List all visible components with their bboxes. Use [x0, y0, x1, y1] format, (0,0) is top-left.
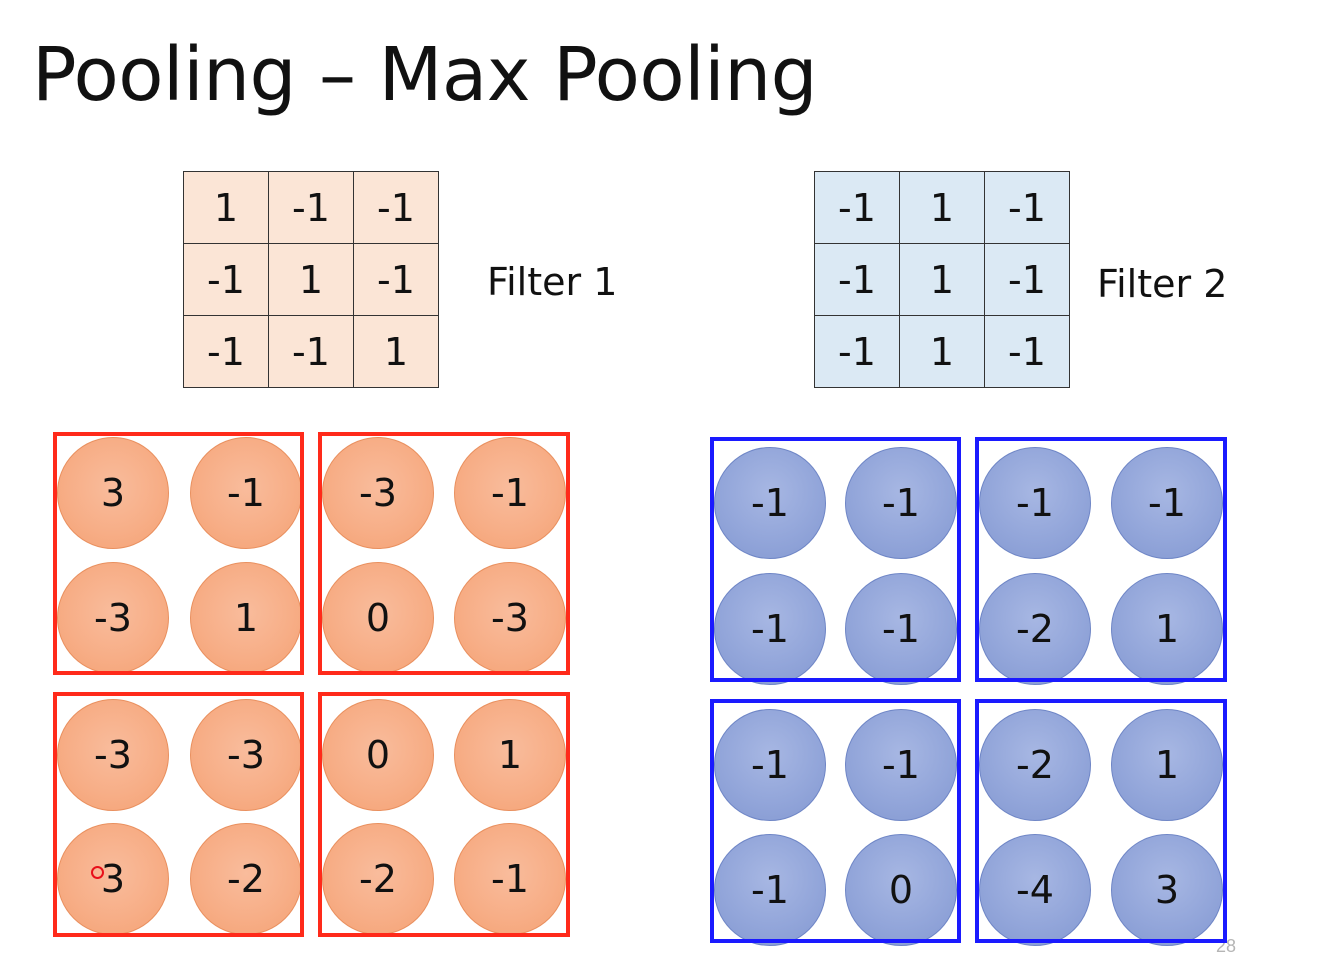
pointer-cursor-icon	[91, 866, 104, 879]
feature-2-node: 3	[1111, 834, 1223, 946]
feature-2-node: -2	[979, 573, 1091, 685]
feature-2-node: 0	[845, 834, 957, 946]
filter-1-cell: 1	[183, 171, 269, 244]
feature-1-node: -2	[190, 823, 302, 935]
feature-2-node: -1	[845, 447, 957, 559]
feature-1-node: -1	[454, 823, 566, 935]
pooling-region-2-top-right	[975, 437, 1227, 682]
filter-1-cell: 1	[353, 315, 439, 388]
filter-1-label: Filter 1	[487, 260, 618, 304]
filter-2-cell: -1	[984, 315, 1070, 388]
feature-1-node: 0	[322, 699, 434, 811]
pooling-region-2-bottom-left	[710, 699, 961, 943]
pooling-region-1-top-left	[53, 432, 304, 675]
pooling-region-1-top-right	[318, 432, 570, 675]
feature-1-node: 1	[454, 699, 566, 811]
filter-2-label: Filter 2	[1097, 262, 1228, 306]
feature-2-node: 1	[1111, 573, 1223, 685]
feature-1-node: -2	[322, 823, 434, 935]
filter-2-cell: 1	[899, 243, 985, 316]
feature-2-node: -1	[714, 834, 826, 946]
feature-1-node: -3	[322, 437, 434, 549]
feature-2-node: -4	[979, 834, 1091, 946]
feature-1-node: 1	[190, 562, 302, 674]
feature-1-node: -3	[57, 562, 169, 674]
filter-2-cell: -1	[984, 171, 1070, 244]
feature-1-node: 3	[57, 437, 169, 549]
feature-1-node: -3	[190, 699, 302, 811]
filter-1-cell: -1	[268, 315, 354, 388]
pooling-region-2-top-left	[710, 437, 961, 682]
feature-2-node: -1	[714, 447, 826, 559]
feature-2-node: 1	[1111, 709, 1223, 821]
filter-1-cell: -1	[268, 171, 354, 244]
filter-1-cell: -1	[353, 243, 439, 316]
feature-2-node: -1	[714, 709, 826, 821]
feature-2-node: -1	[979, 447, 1091, 559]
feature-1-node: -1	[190, 437, 302, 549]
feature-2-node: -1	[714, 573, 826, 685]
pooling-region-2-bottom-right	[975, 699, 1227, 943]
filter-2-cell: 1	[899, 315, 985, 388]
pooling-region-1-bottom-left	[53, 692, 304, 937]
filter-2-cell: -1	[984, 243, 1070, 316]
filter-1-cell: 1	[268, 243, 354, 316]
pooling-region-1-bottom-right	[318, 692, 570, 937]
filter-1-cell: -1	[183, 243, 269, 316]
filter-2-cell: -1	[814, 315, 900, 388]
feature-1-node: -3	[454, 562, 566, 674]
feature-2-node: -1	[845, 709, 957, 821]
filter-1-matrix: 1 -1 -1 -1 1 -1 -1 -1 1	[183, 171, 439, 388]
feature-1-node: 0	[322, 562, 434, 674]
filter-2-cell: -1	[814, 243, 900, 316]
filter-1-cell: -1	[353, 171, 439, 244]
feature-1-node: -3	[57, 699, 169, 811]
filter-2-matrix: -1 1 -1 -1 1 -1 -1 1 -1	[814, 171, 1070, 388]
filter-2-cell: -1	[814, 171, 900, 244]
feature-2-node: -1	[1111, 447, 1223, 559]
filter-1-cell: -1	[183, 315, 269, 388]
filter-2-cell: 1	[899, 171, 985, 244]
feature-2-node: -2	[979, 709, 1091, 821]
page-title: Pooling – Max Pooling	[32, 32, 818, 118]
feature-2-node: -1	[845, 573, 957, 685]
feature-1-node: -1	[454, 437, 566, 549]
